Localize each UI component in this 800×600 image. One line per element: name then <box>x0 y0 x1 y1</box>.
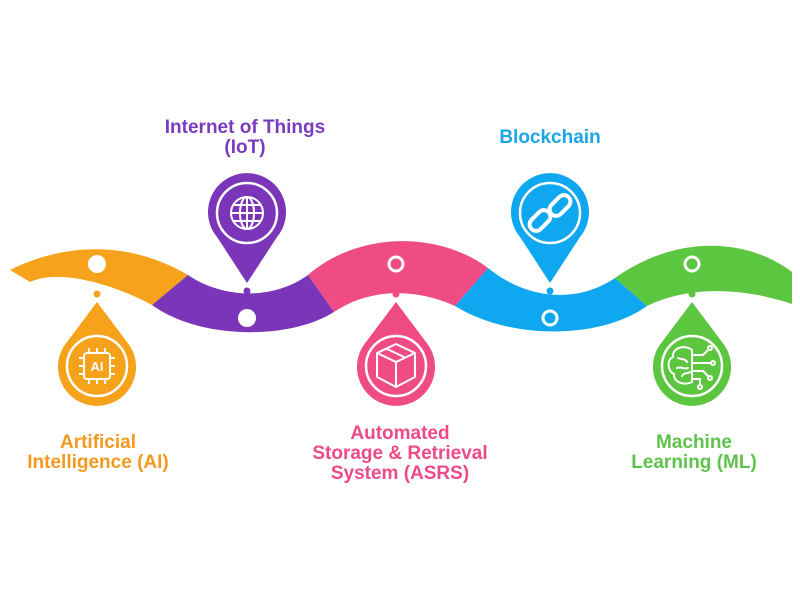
stage-ml <box>653 255 732 406</box>
label-line: Automated <box>350 423 450 444</box>
stage-blockchain <box>511 173 589 327</box>
wave-segment-blockchain <box>455 268 647 332</box>
connector-dot <box>546 287 554 295</box>
label-line: Internet of Things <box>164 117 326 138</box>
pin-ring <box>364 334 428 398</box>
pin-ring <box>65 334 129 398</box>
wave-node <box>238 309 256 327</box>
label-artificial-intelligence: Artificial Intelligence (AI) <box>0 433 196 473</box>
pin-ring <box>660 334 724 398</box>
ai-chip-text: AI <box>91 359 104 374</box>
stage-iot <box>208 173 286 327</box>
wave-segment-ai <box>10 249 188 305</box>
label-internet-of-things: Internet of Things (IoT) <box>145 118 345 158</box>
box-icon <box>376 343 416 388</box>
wave-node <box>88 255 106 273</box>
wave-segment-ml <box>615 245 792 306</box>
connector-dot <box>392 290 400 298</box>
pin-ring <box>215 181 279 245</box>
stage-asrs <box>356 255 436 406</box>
globe-icon <box>230 196 264 230</box>
stage-ai: AI <box>57 255 136 406</box>
pin-ring <box>518 181 582 245</box>
label-asrs: Automated Storage & Retrieval System (AS… <box>290 424 510 484</box>
chain-link-icon <box>527 193 573 233</box>
label-machine-learning: Machine Learning (ML) <box>596 433 792 473</box>
ai-chip-icon <box>79 348 115 384</box>
wave-node <box>387 255 405 273</box>
label-line: System (ASRS) <box>330 463 470 484</box>
wave-segment-iot <box>152 275 334 333</box>
label-line: Intelligence (AI) <box>27 452 169 473</box>
wave-ribbon <box>10 241 792 333</box>
connector-dot <box>688 290 696 298</box>
label-line: Artificial <box>59 432 137 453</box>
connector-dot <box>93 290 101 298</box>
label-line: Learning (ML) <box>631 452 757 473</box>
brain-circuit-icon <box>667 345 716 390</box>
connector-dot <box>243 287 251 295</box>
label-line: (IoT) <box>224 137 266 158</box>
wave-segment-asrs <box>308 241 488 312</box>
label-line: Storage & Retrieval <box>312 443 488 464</box>
wave-node <box>541 309 559 327</box>
label-blockchain: Blockchain <box>450 128 650 148</box>
label-line: Machine <box>655 432 733 453</box>
label-line: Blockchain <box>499 127 601 148</box>
wave-node <box>683 255 701 273</box>
